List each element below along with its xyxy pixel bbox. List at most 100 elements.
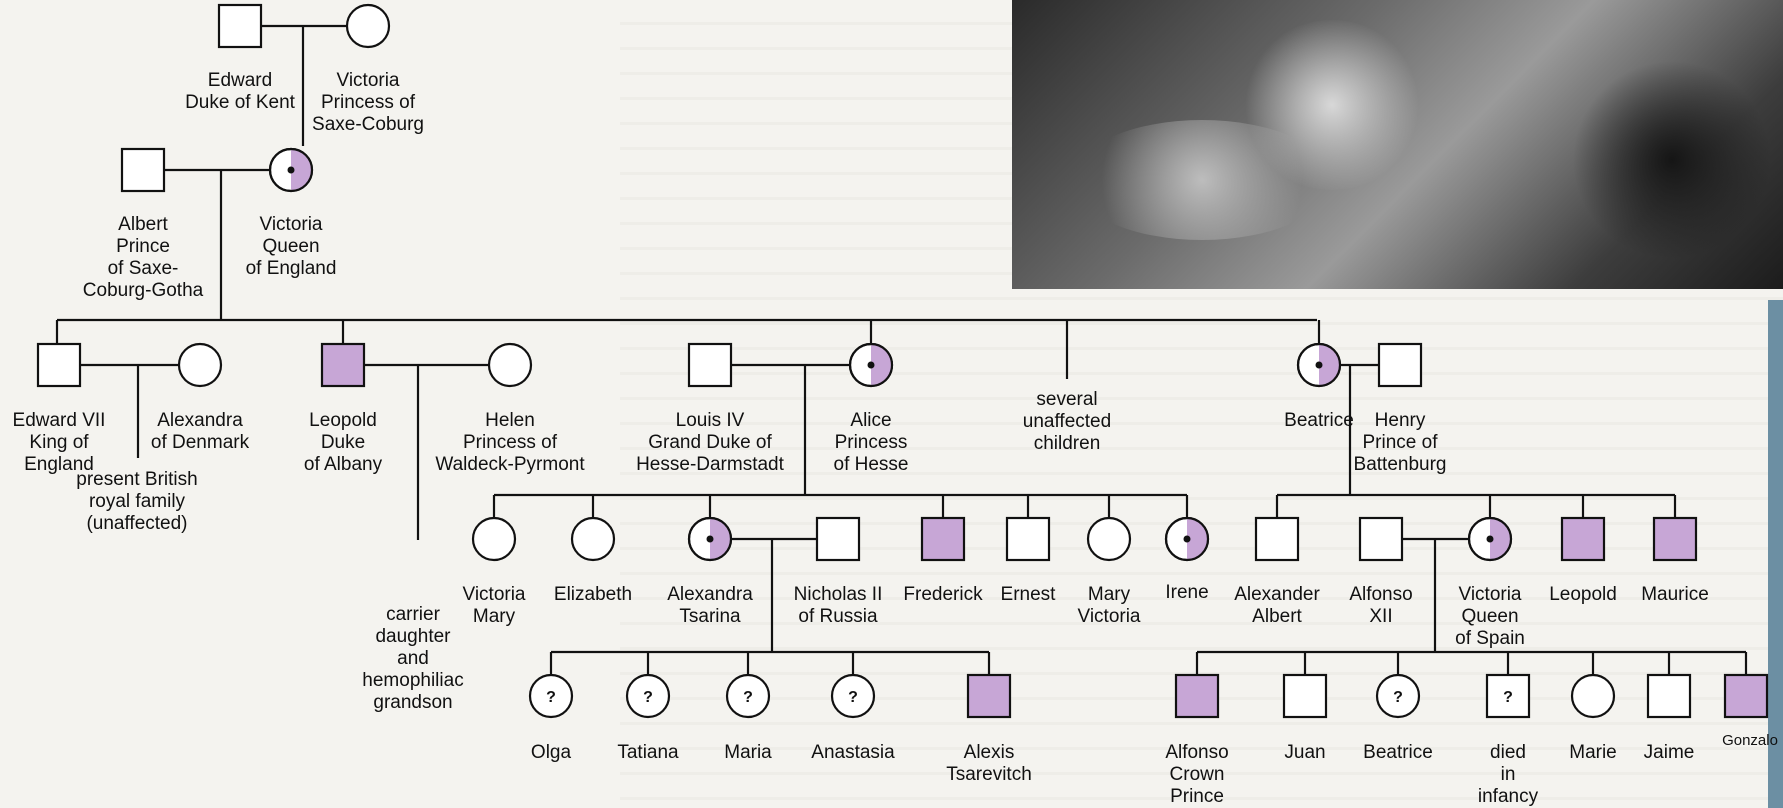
gonzalo-label: Gonzalo [1722,730,1778,752]
label-line: Marie [1569,742,1617,763]
label-line: Tsarevitch [946,764,1032,785]
label-line: of Hesse [833,454,909,475]
unknown-status-mark: ? [1503,689,1513,706]
label-line: present British [76,469,198,490]
label-line: Hesse-Darmstadt [636,454,784,475]
tatiana-label: Tatiana [617,742,678,764]
label-line: hemophiliac [362,670,464,691]
photo-highlight [1072,120,1332,240]
victoria-mary-female-symbol [471,516,517,562]
carrier-outline [1467,516,1513,562]
label-line: Queen [262,236,320,257]
label-line: of Denmark [150,432,250,453]
label-line: several [1036,389,1098,410]
label-line: Anastasia [811,742,895,763]
label-line: Princess [834,432,908,453]
label-line: Albert [118,214,168,235]
label-line: of Albany [303,454,383,475]
albert-male-symbol [120,147,166,193]
unknown-status-mark: ? [643,689,653,706]
label-line: Frederick [903,584,983,605]
nicholas-ii-male-symbol [815,516,861,562]
frederick-male-symbol [920,516,966,562]
label-line: Helen [485,410,535,431]
unknown-status-mark: ? [743,689,753,706]
label-line: Victoria [336,70,400,91]
label-line: Victoria [259,214,323,235]
label-line: Gonzalo [1722,732,1778,749]
carrier-dot [1183,535,1191,543]
beatrice-spain-female-symbol [1375,673,1421,719]
carrier-outline [687,516,733,562]
alexis-male-symbol [966,673,1012,719]
juan-male-symbol [1282,673,1328,719]
photo-shadow [1572,60,1772,260]
label-line: Prince [1170,786,1224,807]
irene-label: Irene [1165,582,1208,604]
label-line: Alexandra [157,410,243,431]
label-line: and [397,648,429,669]
ernest-male-symbol [1005,516,1051,562]
label-line: Beatrice [1284,410,1354,431]
label-line: Prince of [1362,432,1438,453]
edward-kent-male-symbol [217,3,263,49]
label-line: Albert [1252,606,1302,627]
label-line: Alice [850,410,892,431]
carrier-half-fill [291,149,312,191]
label-line: Coburg-Gotha [82,280,204,301]
label-line: Maria [724,742,772,763]
leopold-b-label: Leopold [1549,584,1617,606]
juan-label: Juan [1284,742,1325,764]
label-line: of Saxe- [107,258,179,279]
label-line: carrier [386,604,440,625]
label-line: grandson [373,692,453,713]
carrier-outline [1164,516,1210,562]
unknown-status-mark: ? [546,689,556,706]
label-line: Crown [1169,764,1225,785]
label-line: in [1500,764,1516,785]
label-line: of England [245,258,337,279]
label-line: Queen [1461,606,1519,627]
label-line: XII [1369,606,1393,627]
alexandra-denmark-female-symbol [177,342,223,388]
louis-iv-male-symbol [687,342,733,388]
beatrice-label: Beatrice [1284,410,1354,432]
label-line: children [1033,433,1101,454]
label-line: Victoria [1077,606,1141,627]
label-line: Nicholas II [793,584,883,605]
label-line: King of [29,432,89,453]
olga-label: Olga [531,742,571,764]
label-line: England [24,454,94,475]
label-line: Mary [1087,584,1131,605]
alfonso-xii-male-symbol [1358,516,1404,562]
tatiana-female-symbol [625,673,671,719]
label-line: Alfonso [1349,584,1413,605]
label-line: Louis IV [675,410,745,431]
alfonso-crown-male-symbol [1174,673,1220,719]
unknown-status-mark: ? [1393,689,1403,706]
label-line: Ernest [1000,584,1056,605]
mary-victoria-female-symbol [1086,516,1132,562]
label-line: Maurice [1641,584,1709,605]
carrier-half-fill [710,518,731,560]
label-line: daughter [375,626,451,647]
maurice-male-symbol [1652,516,1698,562]
maria-female-symbol [725,673,771,719]
label-line: Prince [116,236,170,257]
label-line: Battenburg [1353,454,1447,475]
maurice-label: Maurice [1641,584,1709,606]
